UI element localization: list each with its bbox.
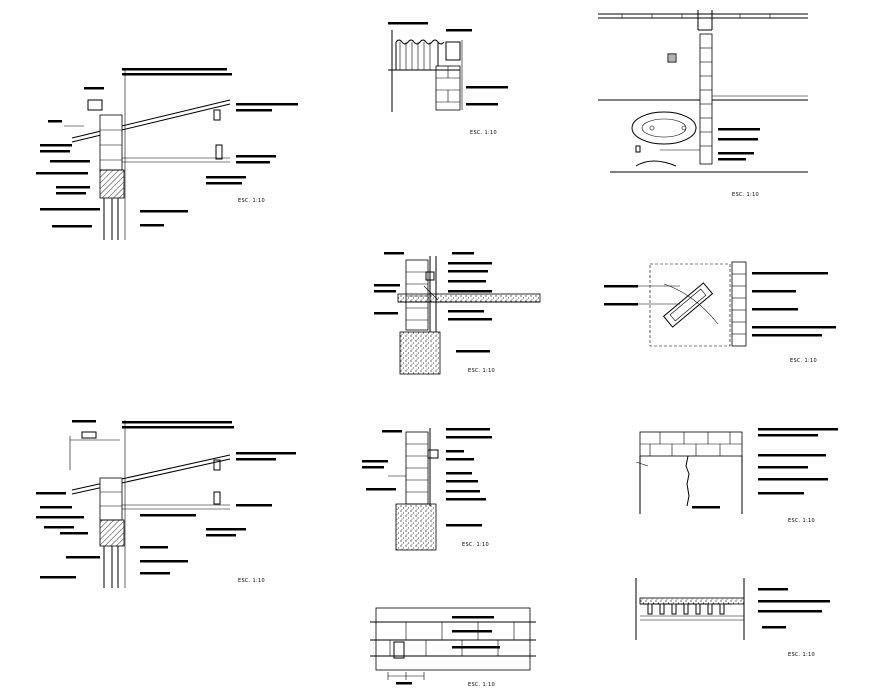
- detail-corrugated-wall: [388, 22, 508, 112]
- scale-label-7: ESC. 1:10: [462, 542, 489, 548]
- detail-wall-footing-lower: [362, 428, 492, 551]
- scale-label-3: ESC. 1:10: [470, 130, 497, 136]
- scale-label-10: ESC. 1:10: [788, 652, 815, 658]
- scale-label-2: ESC. 1:10: [238, 578, 265, 584]
- detail-wall-plan: [370, 607, 536, 685]
- scale-label-9: ESC. 1:10: [468, 682, 495, 688]
- detail-raised-floor: [635, 578, 830, 640]
- scale-label-6: ESC. 1:10: [790, 358, 817, 364]
- scale-label-5: ESC. 1:10: [468, 368, 495, 374]
- scale-label-8: ESC. 1:10: [788, 518, 815, 524]
- scale-label-4: ESC. 1:10: [732, 192, 759, 198]
- detail-slab-joint: [635, 428, 838, 514]
- detail-roof-eave-top: [36, 68, 298, 240]
- detail-roof-eave-bottom: [36, 420, 296, 588]
- scale-label-1: ESC. 1:10: [238, 198, 265, 204]
- detail-washbasin-wall: [598, 10, 808, 173]
- detail-pipe-sleeve: [604, 261, 836, 347]
- detail-sill-footing-upper: [374, 252, 541, 375]
